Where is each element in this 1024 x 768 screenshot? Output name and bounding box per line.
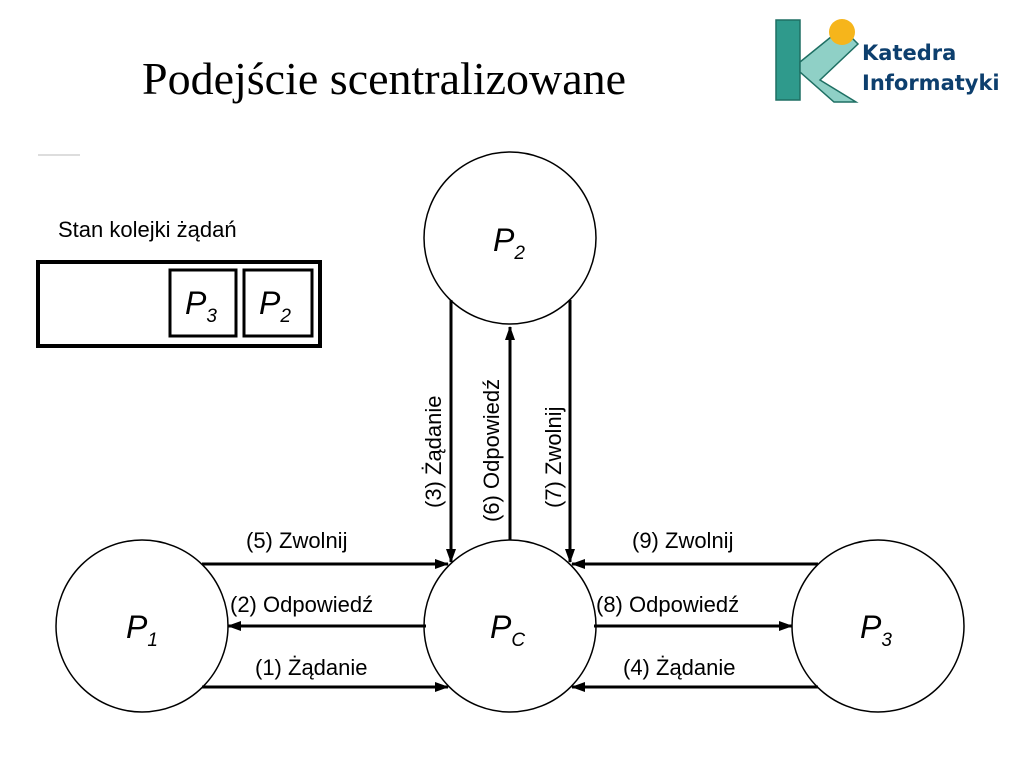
slide-title: Podejście scentralizowane xyxy=(142,53,627,104)
logo-line1: Katedra xyxy=(862,41,956,65)
label-5-release: (5) Zwolnij xyxy=(246,528,347,553)
label-3-request: (3) Żądanie xyxy=(421,395,446,508)
queue-item-p3: P3 xyxy=(185,285,217,327)
katedra-informatyki-logo: Katedra Informatyki xyxy=(775,19,1000,103)
label-9-release: (9) Zwolnij xyxy=(632,528,733,553)
queue-label: Stan kolejki żądań xyxy=(58,217,237,242)
logo-line2: Informatyki xyxy=(862,71,1000,95)
node-label-p2: P2 xyxy=(493,222,525,264)
logo-k-stem xyxy=(775,19,801,101)
label-6-reply: (6) Odpowiedź xyxy=(479,379,504,522)
process-node-p2 xyxy=(423,151,597,325)
node-label-pc: PC xyxy=(490,609,525,651)
label-2-reply: (2) Odpowiedź xyxy=(230,592,373,617)
label-8-reply: (8) Odpowiedź xyxy=(596,592,739,617)
node-label-p1: P1 xyxy=(126,609,158,651)
queue-slot-p3 xyxy=(168,268,238,338)
logo-sun-icon xyxy=(829,19,855,45)
queue-item-p2: P2 xyxy=(259,285,291,327)
label-1-request: (1) Żądanie xyxy=(255,655,368,680)
label-4-request: (4) Żądanie xyxy=(623,655,736,680)
node-label-p3: P3 xyxy=(860,609,892,651)
label-7-release: (7) Zwolnij xyxy=(541,407,566,508)
queue-slot-p2 xyxy=(242,268,314,338)
